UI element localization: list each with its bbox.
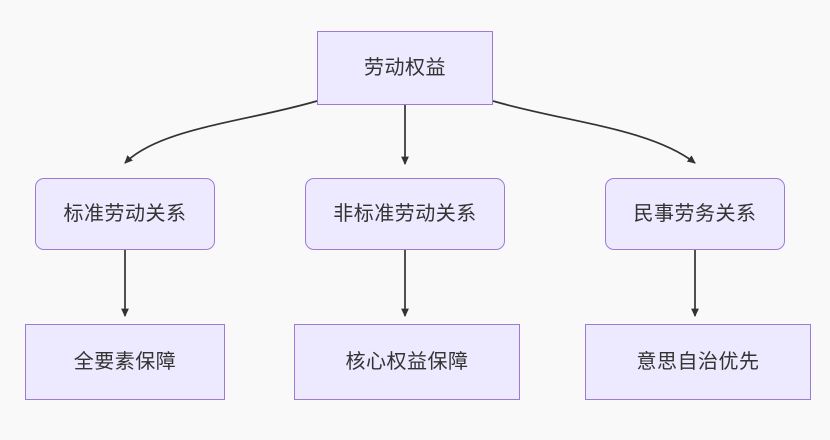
- node-standard-labor-relation[interactable]: 标准劳动关系: [35, 178, 215, 250]
- node-full-element-protection[interactable]: 全要素保障: [25, 324, 225, 400]
- edge-root-to-mid-0: [124, 100, 318, 164]
- node-root-label: 劳动权益: [364, 57, 446, 79]
- node-core-rights-protection[interactable]: 核心权益保障: [294, 324, 520, 400]
- node-autonomy-priority[interactable]: 意思自治优先: [585, 324, 811, 400]
- node-civil-service-relation[interactable]: 民事劳务关系: [605, 178, 785, 250]
- node-leaf-0-label: 全要素保障: [73, 351, 177, 373]
- node-nonstandard-labor-relation[interactable]: 非标准劳动关系: [305, 178, 505, 250]
- edge-root-to-mid-2: [492, 100, 696, 164]
- node-leaf-1-label: 核心权益保障: [345, 351, 469, 373]
- node-mid-0-label: 标准劳动关系: [63, 203, 187, 225]
- node-root[interactable]: 劳动权益: [317, 31, 493, 105]
- node-leaf-2-label: 意思自治优先: [636, 351, 760, 373]
- node-mid-2-label: 民事劳务关系: [633, 203, 757, 225]
- node-mid-1-label: 非标准劳动关系: [333, 203, 477, 225]
